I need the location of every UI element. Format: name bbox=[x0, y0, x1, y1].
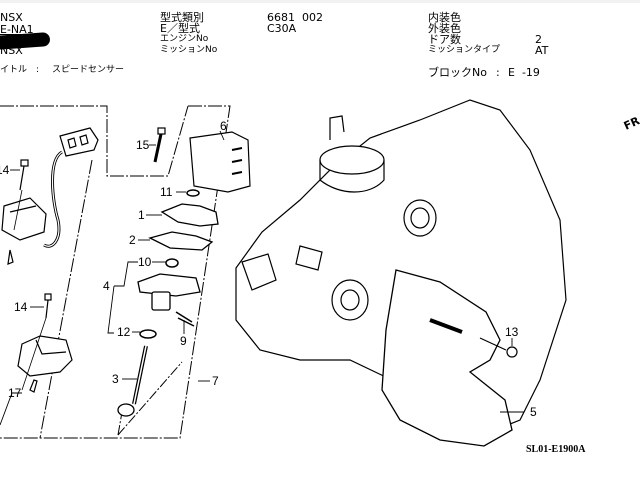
engine-type-value: C30A bbox=[267, 22, 297, 35]
callout-1: 1 bbox=[138, 208, 145, 222]
callout-17: 17 bbox=[8, 386, 22, 400]
callout-5: 5 bbox=[530, 405, 537, 419]
group-frame-7 bbox=[0, 105, 231, 439]
lower-sensor-part bbox=[17, 293, 73, 393]
block-no-value: E -19 bbox=[508, 66, 540, 79]
callout-13: 13 bbox=[505, 325, 519, 339]
cover-plate-6 bbox=[189, 131, 251, 193]
door-count-label: ドア数 bbox=[428, 33, 461, 46]
door-count-value: 2 bbox=[535, 33, 542, 46]
title-separator: : bbox=[36, 65, 40, 75]
mission-type-value: AT bbox=[535, 44, 549, 57]
mission-type-label: ミッションタイプ bbox=[428, 45, 501, 55]
speed-sensor-4 bbox=[137, 273, 201, 311]
title-label: イトル bbox=[0, 65, 28, 75]
callout-15: 15 bbox=[136, 138, 150, 152]
leader-lines bbox=[0, 130, 524, 426]
wired-sensor-part bbox=[1, 127, 99, 265]
callout-9: 9 bbox=[180, 334, 187, 348]
bolt-15 bbox=[153, 127, 166, 163]
callout-4: 4 bbox=[103, 279, 110, 293]
washer-11 bbox=[186, 189, 200, 197]
model-code: E-NA1 bbox=[0, 23, 34, 36]
driven-gear-3 bbox=[117, 345, 148, 417]
callout-14-lower: 14 bbox=[14, 300, 28, 314]
model-name: NSX bbox=[0, 11, 23, 24]
callout-12: 12 bbox=[117, 325, 131, 339]
callout-7: 7 bbox=[212, 374, 219, 388]
callout-6: 6 bbox=[220, 119, 227, 133]
block-no-label: ブロックNo bbox=[428, 66, 487, 79]
bolt-13 bbox=[479, 337, 518, 358]
callout-2: 2 bbox=[129, 233, 136, 247]
block-no-separator: : bbox=[496, 66, 500, 79]
drawing-code: SL01-E1900A bbox=[526, 444, 586, 455]
type-class-label: 型式類別 bbox=[160, 11, 204, 24]
callout-10: 10 bbox=[138, 255, 152, 269]
oring-12 bbox=[139, 329, 157, 339]
engine-type-label: E／型式 bbox=[160, 22, 200, 35]
cover-5 bbox=[381, 269, 513, 447]
mission-no-label: ミッションNo bbox=[160, 45, 218, 55]
model-name-2: NSX bbox=[0, 44, 23, 57]
callout-11: 11 bbox=[160, 185, 173, 199]
clip-9 bbox=[175, 311, 195, 327]
group-frame-inner bbox=[39, 159, 93, 439]
callout-14-upper: 14 bbox=[0, 163, 10, 177]
bolt-14-upper bbox=[13, 159, 29, 231]
front-direction-label: FR bbox=[622, 114, 640, 133]
interior-color-label: 内装色 bbox=[428, 11, 461, 24]
type-class-value: 6681 002 bbox=[267, 11, 323, 24]
gasket-2 bbox=[148, 231, 214, 251]
part-title: スピードセンサー bbox=[52, 65, 125, 75]
group-frame-top bbox=[0, 105, 189, 177]
callout-3: 3 bbox=[112, 372, 119, 386]
engine-no-label: エンジンNo bbox=[160, 34, 209, 44]
top-band bbox=[0, 0, 640, 3]
exterior-color-label: 外装色 bbox=[428, 22, 461, 35]
holder-1 bbox=[160, 203, 219, 227]
oring-10 bbox=[165, 258, 179, 268]
